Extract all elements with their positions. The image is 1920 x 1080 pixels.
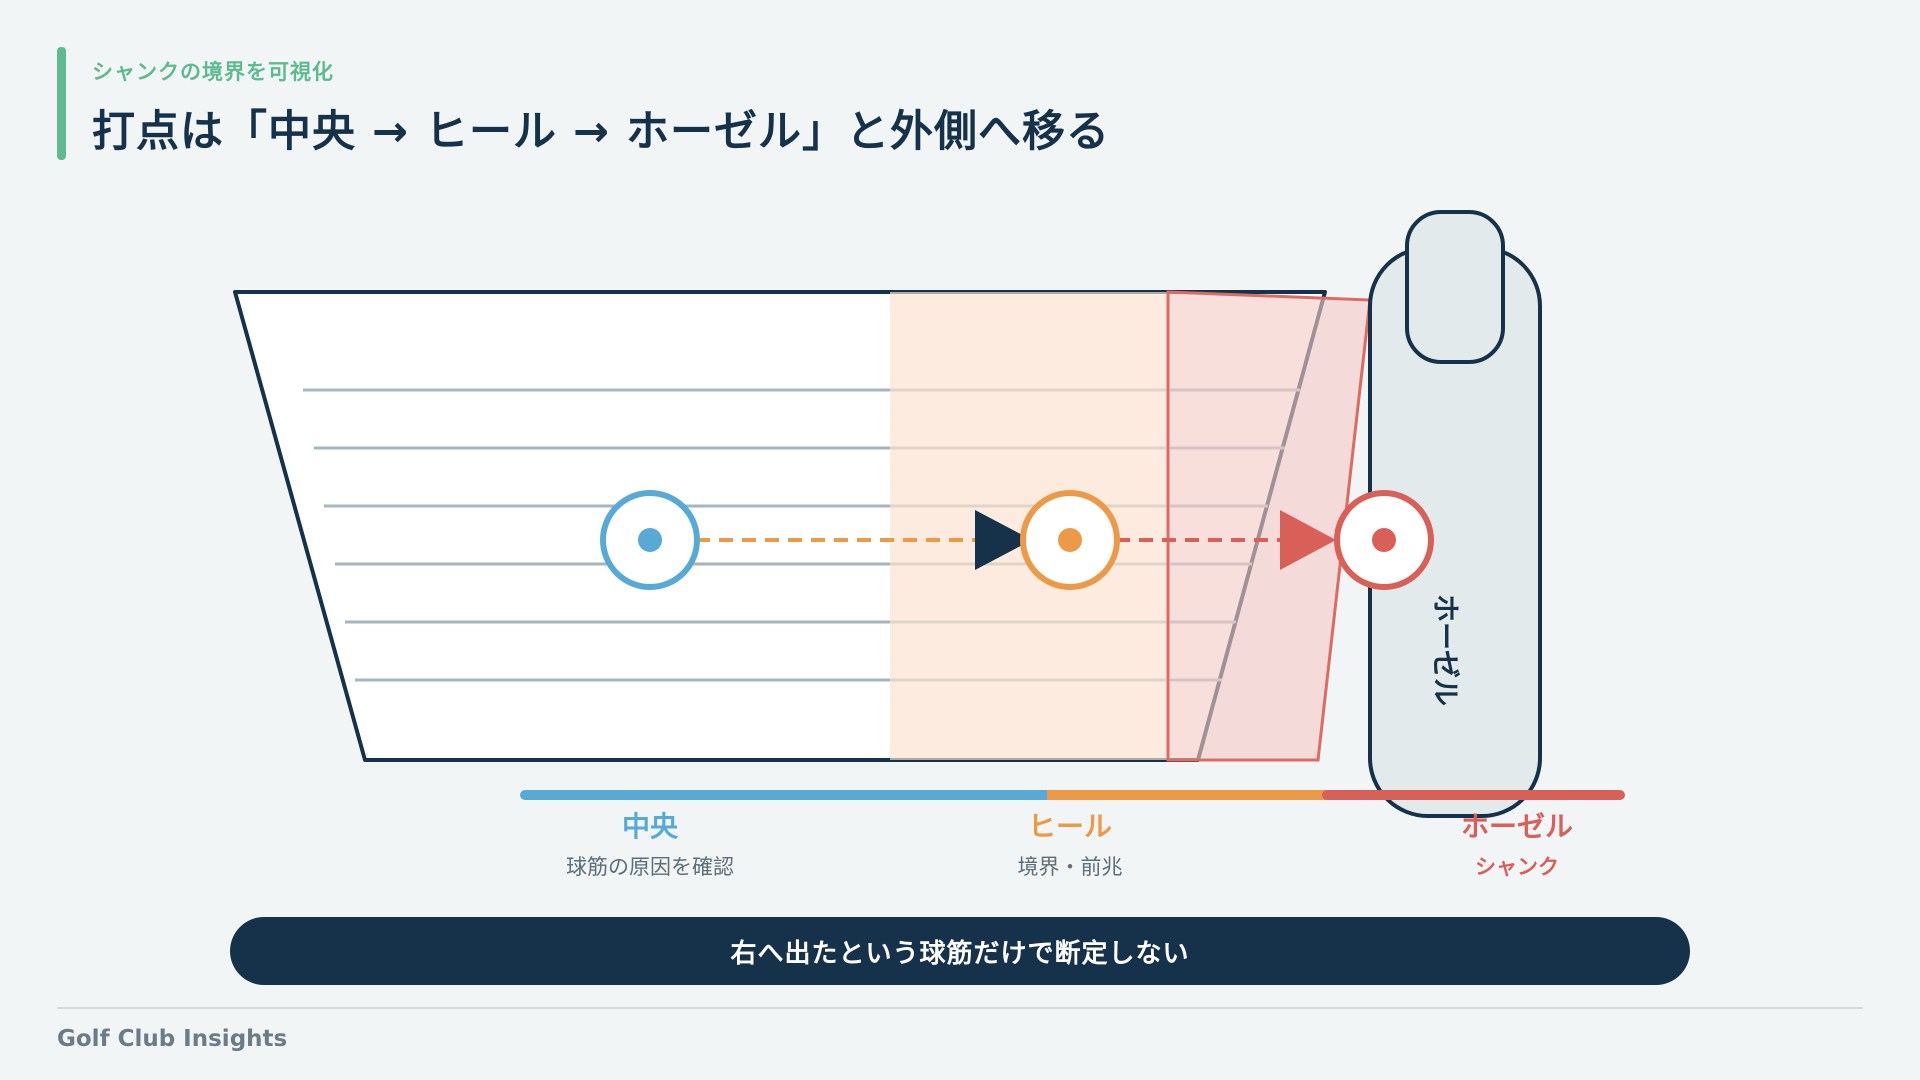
hosel-impact-marker	[1334, 490, 1434, 590]
footer-brand: Golf Club Insights	[57, 1026, 288, 1052]
key-message-banner: 右へ出たという球筋だけで断定しない	[230, 917, 1690, 985]
slide-title: 打点は「中央 → ヒール → ホーゼル」と外側へ移る	[92, 107, 1110, 157]
slide-subtitle: シャンクの境界を可視化	[92, 60, 334, 84]
zone-desc-hosel: シャンク	[1475, 855, 1559, 879]
zone-desc-heel: 境界・前兆	[1017, 855, 1123, 879]
heel-to-hosel-arrowhead	[1280, 510, 1336, 570]
center-impact-marker	[600, 490, 700, 590]
zone-label-hosel: ホーゼル	[1460, 810, 1573, 843]
zone-label-heel: ヒール	[1027, 810, 1112, 843]
center-to-heel-arrowhead	[975, 510, 1032, 570]
accent-bar	[57, 47, 66, 160]
hosel-zone-overlay	[1166, 290, 1372, 762]
zone-label-center: 中央	[621, 810, 678, 843]
hosel-neck	[1405, 210, 1505, 364]
zone-desc-center: 球筋の原因を確認	[566, 855, 734, 879]
heel-impact-marker	[1020, 490, 1120, 590]
hosel-label: ホーゼル	[1429, 594, 1462, 706]
footer-divider	[57, 1007, 1863, 1009]
